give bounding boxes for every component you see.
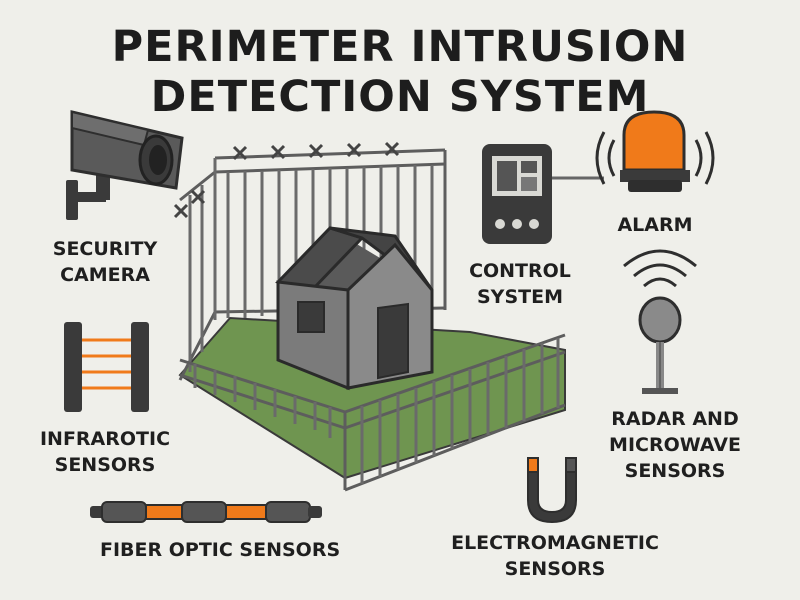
alarm-label: ALARM [617,214,693,236]
perimeter-fence-area [173,141,566,492]
front-fence [179,333,566,492]
radar-microwave-sensors-label: RADAR AND MICROWAVE SENSORS [609,408,741,482]
title-line-1: PERIMETER INTRUSION [111,22,689,72]
radar-antenna-icon [623,249,697,394]
magnet-icon [527,457,577,524]
security-camera-label: SECURITY CAMERA [52,238,158,286]
alarm-beacon-icon [595,110,715,192]
control-system-label: CONTROL SYSTEM [469,260,571,308]
control-panel-icon [482,144,604,244]
security-camera-icon [66,110,184,220]
infrared-beam-icon [64,322,149,412]
house-icon [275,226,434,391]
page-title: PERIMETER INTRUSION DETECTION SYSTEM [0,22,800,122]
title-line-2: DETECTION SYSTEM [150,72,650,122]
front-fence-bars [193,338,560,484]
barbed-wire [173,141,400,219]
electromagnetic-sensors-label: ELECTROMAGNETIC SENSORS [451,532,659,580]
infrared-sensors-label: INFRAROTIC SENSORS [39,428,171,476]
fiber-optic-cable-icon [90,501,322,523]
fiber-optic-sensors-label: FIBER OPTIC SENSORS [100,539,341,561]
